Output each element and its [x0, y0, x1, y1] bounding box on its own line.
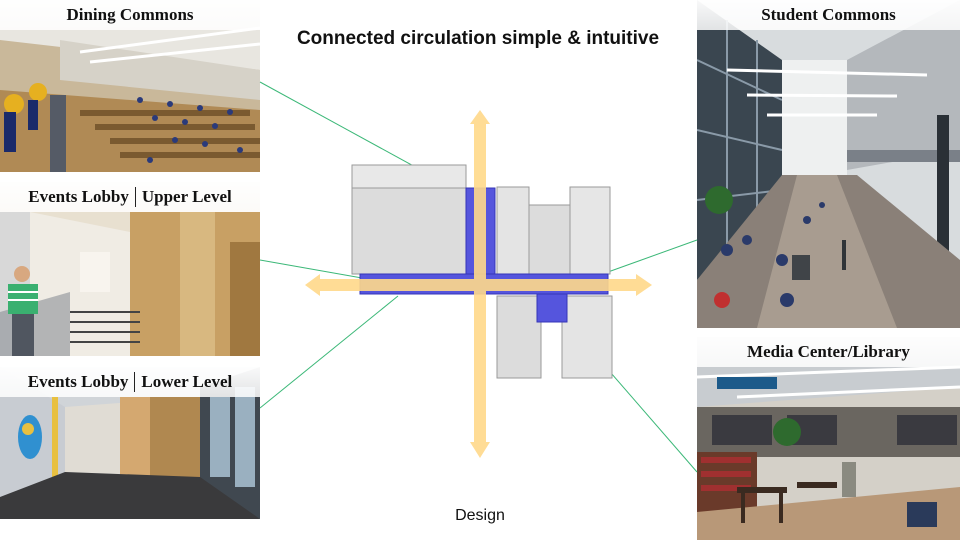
events-lobby-lower-label-right: Lower Level	[141, 372, 233, 391]
student-commons-photo: Student Commons	[697, 0, 960, 328]
events-lobby-upper-label-left: Events Lobby	[22, 187, 136, 207]
media-center-photo: Media Center/Library	[697, 337, 960, 540]
building-masses	[351, 164, 613, 379]
mass-south-east	[561, 295, 613, 379]
events-lobby-upper-caption: Events Lobby Upper Level	[0, 182, 260, 212]
student-commons-label: Student Commons	[761, 5, 896, 24]
circulation-spines	[359, 187, 609, 323]
mass-center-top	[496, 186, 530, 275]
mass-west-top	[351, 164, 467, 189]
arrow-vertical-shaft	[474, 124, 486, 442]
leader-line-lower-lobby	[259, 295, 399, 409]
leader-line-media-center	[557, 311, 698, 473]
events-lobby-lower-caption: Events Lobby Lower Level	[0, 367, 260, 397]
slide-title: Connected circulation simple & intuitive	[296, 28, 660, 49]
spine-east-west	[359, 273, 609, 295]
media-center-caption: Media Center/Library	[697, 337, 960, 367]
arrow-north-head	[470, 110, 490, 124]
events-lobby-upper-label-right: Upper Level	[141, 187, 232, 206]
spine-north-south	[465, 187, 496, 283]
leader-line-dining	[259, 81, 473, 199]
mass-east-top	[569, 186, 611, 275]
arrow-south-head	[470, 442, 490, 458]
events-lobby-lower-label-left: Events Lobby	[22, 372, 136, 392]
dining-commons-label: Dining Commons	[66, 5, 194, 24]
dining-commons-photo: Dining Commons	[0, 0, 260, 172]
leader-lines	[259, 81, 698, 473]
arrow-horizontal-shaft	[320, 279, 636, 291]
media-center-label: Media Center/Library	[747, 342, 910, 361]
circulation-arrows	[305, 110, 652, 458]
mass-east-mid	[528, 204, 575, 275]
arrow-west-head	[305, 274, 320, 296]
leader-line-upper-lobby	[259, 259, 363, 279]
mass-west	[351, 187, 467, 275]
events-lobby-lower-photo: Events Lobby Lower Level	[0, 367, 260, 519]
mass-south-west	[496, 295, 542, 379]
events-lobby-upper-photo: Events Lobby Upper Level	[0, 182, 260, 356]
slide-footer: Design	[455, 507, 505, 524]
spine-media-link	[536, 293, 568, 323]
arrow-east-head	[636, 274, 652, 296]
student-commons-caption: Student Commons	[697, 0, 960, 30]
leader-line-student-commons	[607, 239, 698, 273]
dining-commons-caption: Dining Commons	[0, 0, 260, 30]
